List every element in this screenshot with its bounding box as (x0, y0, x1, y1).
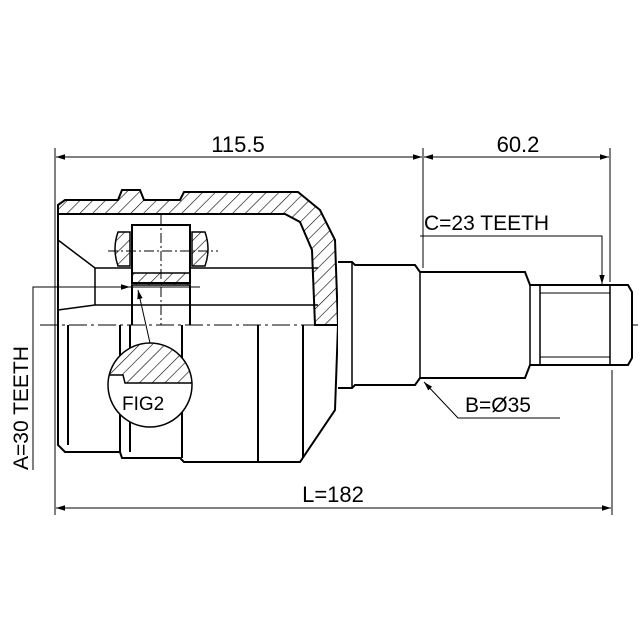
label-b-diameter: B=Ø35 (465, 394, 531, 417)
fig2-detail: FIG2 (107, 289, 193, 428)
housing-outline (57, 205, 339, 463)
dim-l-182: L=182 (302, 482, 364, 507)
roller-left (114, 231, 131, 267)
label-a-teeth: A=30 TEETH (10, 346, 33, 470)
roller-right (191, 231, 209, 267)
housing-section (57, 189, 340, 326)
label-c-teeth: C=23 TEETH (424, 212, 549, 235)
fig2-label: FIG2 (122, 394, 164, 415)
extension-lines (54, 148, 613, 515)
dim-115-5: 115.5 (211, 132, 264, 157)
shaft (338, 261, 633, 389)
dim-60-2: 60.2 (497, 132, 540, 157)
